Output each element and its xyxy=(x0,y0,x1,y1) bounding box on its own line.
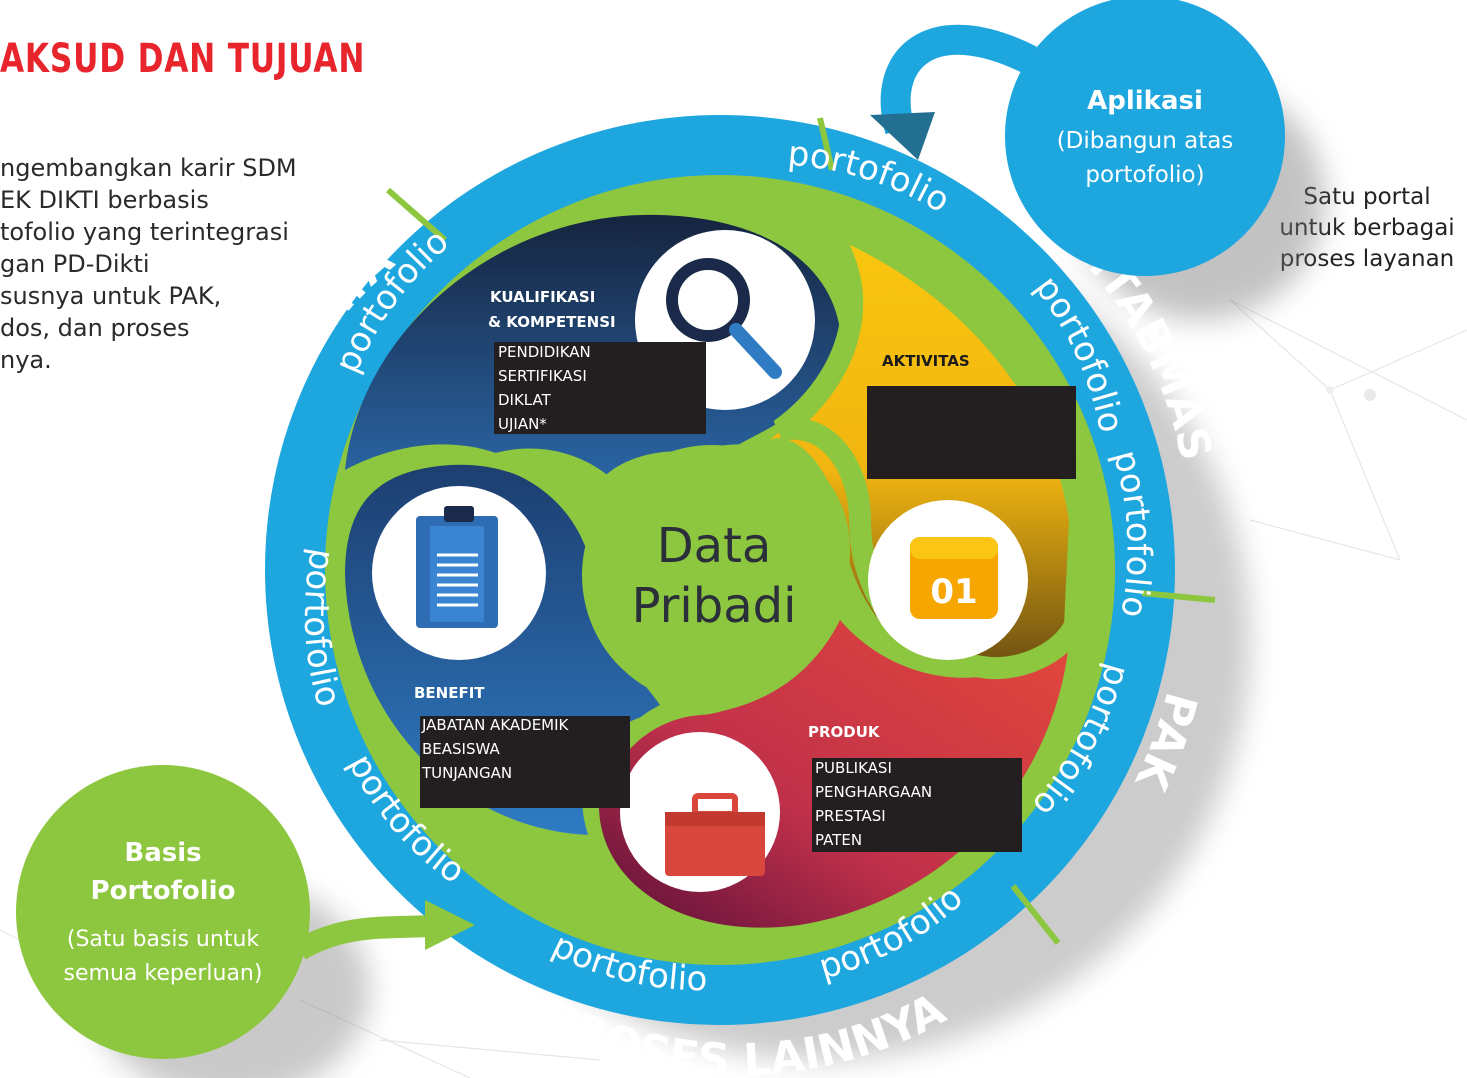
data-pribadi-circle xyxy=(582,445,842,705)
aplikasi-arrow xyxy=(880,24,1037,135)
description-line: susnya untuk PAK, xyxy=(0,282,222,310)
basis-line: semua keperluan) xyxy=(64,961,263,986)
center-label-line2: Pribadi xyxy=(632,578,797,634)
list-item: SERTIFIKASI xyxy=(498,367,587,385)
list-item: PRESTASI xyxy=(815,807,886,825)
aplikasi-title: Aplikasi xyxy=(1087,86,1203,116)
produk-title: PRODUK xyxy=(808,723,881,741)
page-title: AKSUD DAN TUJUAN xyxy=(0,36,366,82)
kualifikasi-title-line1: KUALIFIKASI xyxy=(490,288,595,306)
kualifikasi-list: PENDIDIKAN SERTIFIKASI DIKLAT UJIAN* xyxy=(494,342,706,434)
briefcase-icon xyxy=(620,732,780,892)
calendar-icon: 01 xyxy=(868,500,1028,660)
clipboard-icon xyxy=(372,486,546,660)
list-item: JABATAN AKADEMIK xyxy=(421,716,570,734)
benefit-list: JABATAN AKADEMIK BEASISWA TUNJANGAN xyxy=(420,716,630,808)
basis-arrow-head xyxy=(425,900,475,950)
kualifikasi-title-line2: & KOMPETENSI xyxy=(488,313,616,331)
basis-title: Basis xyxy=(124,838,201,868)
aktivitas-list-box xyxy=(867,386,1076,479)
aplikasi-line: (Dibangun atas xyxy=(1057,128,1234,154)
description-line: ngembangkan karir SDM xyxy=(0,154,297,182)
aktivitas-title: AKTIVITAS xyxy=(882,352,970,370)
aplikasi-arrow-head xyxy=(870,112,935,160)
calendar-day: 01 xyxy=(930,572,977,612)
description-line: gan PD-Dikti xyxy=(0,250,150,278)
list-item: BEASISWA xyxy=(422,740,501,758)
list-item: DIKLAT xyxy=(498,391,552,409)
list-item: UJIAN* xyxy=(498,415,547,433)
description-line: nya. xyxy=(0,346,52,374)
ring-dividers xyxy=(386,117,1216,945)
basis-title: Portofolio xyxy=(91,876,236,906)
list-item: PENDIDIKAN xyxy=(498,343,591,361)
aplikasi-bubble: Aplikasi (Dibangun atas portofolio) xyxy=(1005,0,1285,276)
basis-portofolio-bubble: Basis Portofolio (Satu basis untuk semua… xyxy=(16,765,310,1059)
list-item: PATEN xyxy=(815,831,862,849)
aplikasi-line: portofolio) xyxy=(1085,162,1204,188)
description: ngembangkan karir SDM EK DIKTI berbasis … xyxy=(0,152,330,376)
produk-list: PUBLIKASI PENGHARGAAN PRESTASI PATEN xyxy=(812,758,1022,852)
list-item: PUBLIKASI xyxy=(815,759,892,777)
center-label-line1: Data xyxy=(657,518,772,574)
description-line: dos, dan proses xyxy=(0,314,190,342)
basis-line: (Satu basis untuk xyxy=(67,927,260,952)
list-item: PENGHARGAAN xyxy=(815,783,932,801)
description-line: tofolio yang terintegrasi xyxy=(0,218,289,246)
description-line: EK DIKTI berbasis xyxy=(0,186,209,214)
basis-arrow xyxy=(294,914,442,960)
benefit-title: BENEFIT xyxy=(414,684,485,702)
list-item: TUNJANGAN xyxy=(421,764,512,782)
